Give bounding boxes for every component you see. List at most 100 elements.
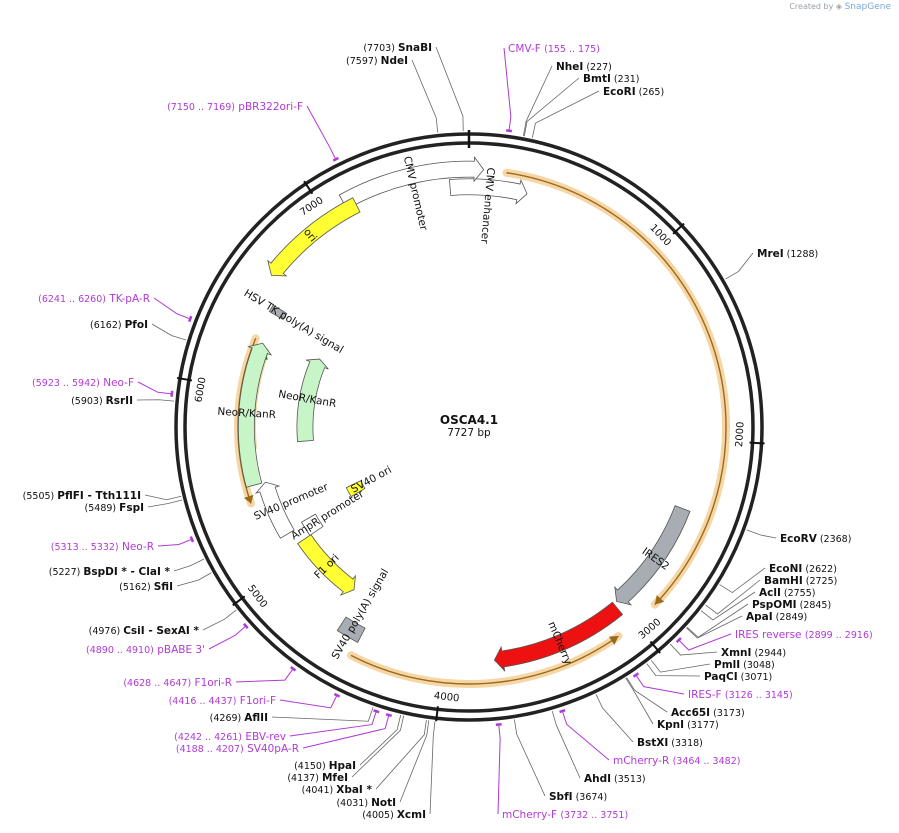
site-sfii[interactable]: (5162) SfiI — [119, 581, 173, 593]
site-acli[interactable]: AclI (2755) — [759, 587, 815, 599]
primer-ires-reverse[interactable]: IRES reverse (2899 .. 2916) — [735, 629, 873, 641]
primer-pbr322ori-f[interactable]: (7150 .. 7169) pBR322ori-F — [167, 101, 303, 113]
site-rsrii[interactable]: (5903) RsrII — [71, 395, 133, 407]
site-ahdi[interactable]: AhdI (3513) — [584, 773, 646, 785]
primer-leader — [289, 711, 377, 737]
primer-mark — [632, 672, 640, 678]
site-xmni[interactable]: XmnI (2944) — [721, 647, 786, 659]
site-name: NotI — [371, 797, 396, 809]
site-csii-sexai[interactable]: (4976) CsiI - SexAI * — [89, 625, 200, 637]
feature-mcherry[interactable] — [493, 601, 624, 672]
primer-leader — [235, 668, 294, 683]
primer-mcherry-f[interactable]: mCherry-F (3732 .. 3751) — [502, 809, 628, 821]
primer-leader — [635, 674, 685, 695]
site-position: (4005) — [362, 810, 397, 821]
site-name: PmlI — [714, 659, 740, 671]
site-ndei[interactable]: (7597) NdeI — [346, 55, 408, 67]
primer-tk-pa-r[interactable]: (6241 .. 6260) TK-pA-R — [38, 293, 150, 305]
primer-mark — [559, 708, 566, 714]
site-sbfi[interactable]: SbfI (3674) — [549, 791, 607, 803]
site-name: Acc65I — [671, 707, 710, 719]
tick-mark — [672, 222, 685, 235]
site-paqci[interactable]: PaqCI (3071) — [704, 671, 772, 683]
feature-ampr-promoter[interactable] — [300, 513, 324, 536]
site-pfoi[interactable]: (6162) PfoI — [90, 319, 148, 331]
site-mrei[interactable]: MreI (1288) — [757, 248, 818, 260]
feature-hsv-tk-poly-a-signal[interactable] — [268, 304, 288, 321]
primer-range: (4242 .. 4261) — [174, 732, 242, 743]
site-position: (265) — [636, 87, 665, 98]
site-position: (227) — [583, 62, 612, 73]
tick-mark — [176, 376, 193, 382]
site-bmti[interactable]: BmtI (231) — [583, 73, 639, 85]
site-name: SnaBI — [398, 42, 432, 54]
site-leader — [136, 399, 175, 402]
primer-pbabe-3[interactable]: (4890 .. 4910) pBABE 3' — [86, 644, 205, 656]
site-pspomi[interactable]: PspOMI (2845) — [752, 599, 831, 611]
site-leader — [625, 677, 654, 725]
feature-cmv-enhancer[interactable] — [449, 178, 528, 205]
primer-f1ori-f[interactable]: (4416 .. 4437) F1ori-F — [169, 695, 276, 707]
feature-sv40-poly-a-signal[interactable] — [336, 616, 366, 643]
feature-sv40-ori[interactable] — [345, 480, 366, 498]
primer-mark — [332, 156, 339, 162]
primer-mark — [385, 713, 393, 718]
feature-cmv-promoter[interactable] — [338, 156, 485, 210]
site-position: (2755) — [781, 588, 816, 599]
site-position: (3173) — [710, 708, 745, 719]
site-xcmi[interactable]: (4005) XcmI — [362, 809, 426, 821]
primer-leader — [157, 538, 193, 547]
feature-neor-kanr-outer[interactable] — [237, 342, 273, 488]
site-layer: (7703) SnaBI(7597) NdeI NheI (227)BmtI (2… — [23, 42, 852, 821]
site-position: (4976) — [89, 626, 124, 637]
feature-ires2[interactable] — [614, 505, 691, 606]
feature-sv40-promoter[interactable] — [254, 481, 295, 539]
primer-f1ori-r[interactable]: (4628 .. 4647) F1ori-R — [123, 677, 232, 689]
site-apai[interactable]: ApaI (2849) — [746, 611, 807, 623]
site-bspdi-clai[interactable]: (5227) BspDI * - ClaI * — [49, 566, 171, 578]
site-mfei[interactable]: (4137) MfeI — [287, 772, 348, 784]
site-nhei[interactable]: NheI (227) — [556, 61, 612, 73]
site-name: XmnI — [721, 647, 751, 659]
site-hpai[interactable]: (4150) HpaI — [294, 760, 356, 772]
site-noti[interactable]: (4031) NotI — [336, 797, 396, 809]
site-xbai[interactable]: (4041) XbaI * — [302, 784, 373, 796]
site-aflii[interactable]: (4269) AflII — [210, 712, 268, 724]
site-leader — [176, 572, 212, 587]
site-acc65i[interactable]: Acc65I (3173) — [671, 707, 745, 719]
primer-mcherry-r[interactable]: mCherry-R (3464 .. 3482) — [613, 755, 740, 767]
site-name: EcoRV — [780, 533, 818, 545]
feature-ori[interactable] — [267, 197, 361, 277]
primer-mark — [373, 709, 380, 714]
primer-neo-r[interactable]: (5313 .. 5332) Neo-R — [51, 541, 154, 553]
site-pflfi-tth111i[interactable]: (5505) PflFI - Tth111I — [23, 490, 141, 502]
site-leader — [411, 59, 439, 133]
primer-range: (5923 .. 5942) — [32, 378, 100, 389]
site-kpni[interactable]: KpnI (3177) — [657, 719, 719, 731]
primer-ebv-rev[interactable]: (4242 .. 4261) EBV-rev — [174, 731, 286, 743]
site-position: (5162) — [119, 582, 154, 593]
primer-mark — [333, 692, 341, 698]
site-fspi[interactable]: (5489) FspI — [85, 502, 144, 514]
site-ecori[interactable]: EcoRI (265) — [603, 86, 664, 98]
site-name: MfeI — [322, 772, 348, 784]
primer-neo-f[interactable]: (5923 .. 5942) Neo-F — [32, 377, 134, 389]
primer-leader — [137, 381, 172, 395]
site-snabi[interactable]: (7703) SnaBI — [363, 42, 432, 54]
site-name: BstXI — [637, 737, 668, 749]
site-bamhi[interactable]: BamHI (2725) — [764, 575, 837, 587]
site-bstxi[interactable]: BstXI (3318) — [637, 737, 703, 749]
site-econi[interactable]: EcoNI (2622) — [769, 563, 837, 575]
site-position: (6162) — [90, 320, 125, 331]
primer-range: (6241 .. 6260) — [38, 294, 106, 305]
site-leader — [551, 710, 581, 779]
feature-neor-kanr-inner[interactable] — [296, 358, 329, 443]
primer-cmv-f[interactable]: CMV-F (155 .. 175) — [508, 43, 600, 55]
site-position: (7703) — [363, 43, 398, 54]
site-pmli[interactable]: PmlI (3048) — [714, 659, 775, 671]
feature-f1-ori[interactable] — [297, 534, 356, 596]
site-ecorv[interactable]: EcoRV (2368) — [780, 533, 851, 545]
primer-sv40pa-r[interactable]: (4188 .. 4207) SV40pA-R — [176, 743, 299, 755]
primer-ires-f[interactable]: IRES-F (3126 .. 3145) — [688, 689, 793, 701]
